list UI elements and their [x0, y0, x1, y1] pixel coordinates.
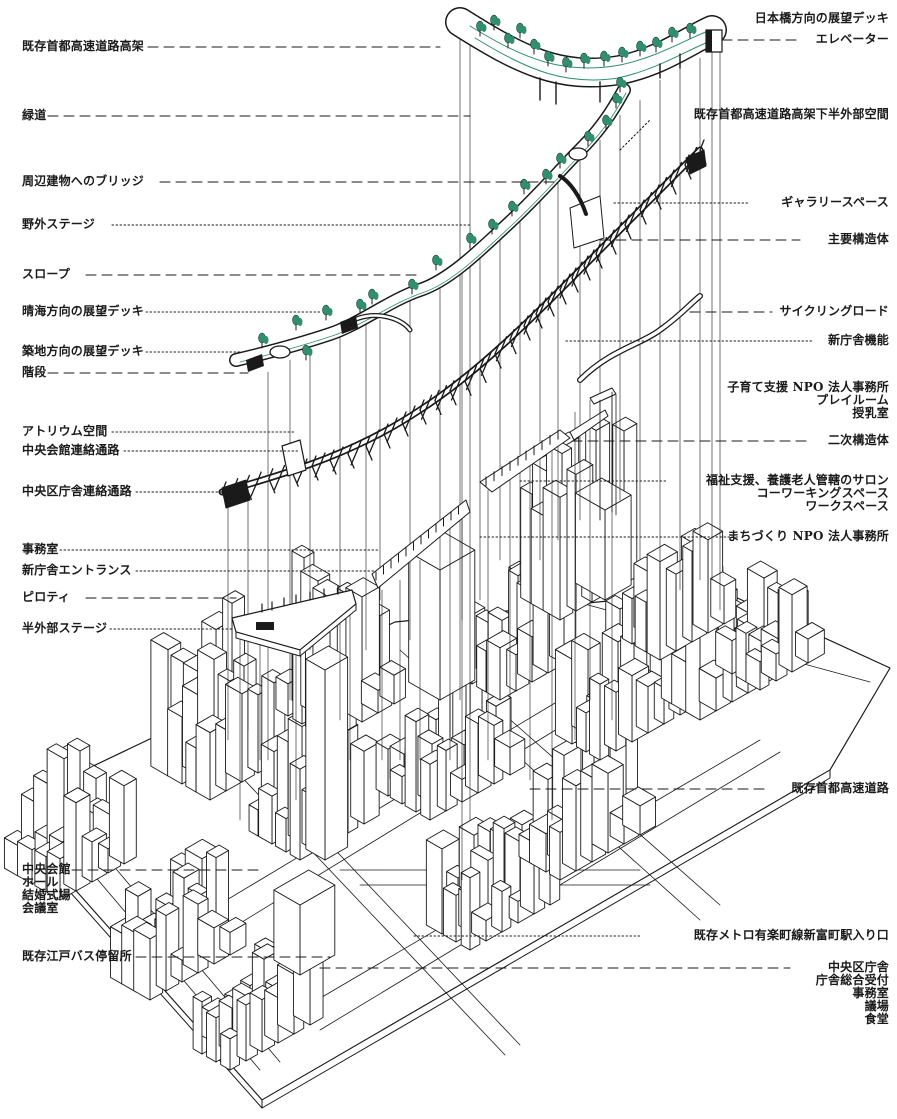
label-bridge: 周辺建物へのブリッジ — [22, 174, 145, 188]
tree — [612, 92, 623, 109]
building — [408, 531, 476, 701]
tree — [652, 36, 663, 53]
building — [574, 477, 632, 601]
tree — [584, 130, 595, 147]
tree — [530, 38, 541, 55]
building — [622, 786, 657, 836]
tree — [408, 278, 419, 295]
label-expressway-elevated: 既存首都高速道路高架 — [22, 39, 145, 53]
building — [63, 787, 91, 892]
building — [491, 879, 512, 933]
tree — [490, 14, 501, 31]
tree — [602, 114, 613, 131]
tree — [368, 288, 379, 305]
label-deck-nihonbashi: 日本橋方向の展望デッキ — [754, 11, 889, 25]
label-cycling-road: サイクリングロード — [779, 304, 889, 318]
label-atrium: アトリウム空間 — [22, 424, 108, 438]
label-childcare-npo: 子育て支援 NPO 法人事務所 プレイルーム 授乳室 — [727, 380, 889, 420]
label-machizukuri-npo: まちづくり NPO 法人事務所 — [727, 529, 889, 543]
tree — [686, 22, 697, 39]
label-greenway: 緑道 — [22, 108, 47, 122]
city-buildings — [3, 416, 825, 1071]
tree — [432, 254, 443, 271]
label-outdoor-stage: 野外ステージ — [22, 217, 95, 231]
label-gallery: ギャラリースペース — [781, 195, 889, 209]
tree — [544, 50, 555, 67]
label-deck-tsukiji: 築地方向の展望デッキ — [22, 344, 145, 358]
tree — [356, 298, 367, 315]
tree — [258, 332, 269, 349]
building — [795, 621, 825, 664]
entrance-fragment — [371, 499, 471, 589]
building — [305, 645, 349, 861]
building — [273, 869, 336, 976]
tree — [600, 50, 611, 67]
tree-clusters — [258, 14, 697, 361]
label-chuo-hall: 中央会館 ホール 結婚式場 会議室 — [22, 862, 71, 915]
tree — [504, 32, 515, 49]
building — [379, 660, 406, 705]
tree — [668, 26, 679, 43]
label-piloti: ピロティ — [22, 590, 71, 604]
label-stairs: 階段 — [22, 365, 47, 379]
label-secondary-structure: 二次構造体 — [827, 433, 889, 447]
tree — [508, 200, 519, 217]
label-new-office-function: 新庁舎機能 — [827, 333, 889, 347]
building — [219, 916, 247, 956]
tree — [580, 52, 591, 69]
building — [350, 734, 380, 825]
label-metro-entrance: 既存メトロ有楽町線新富町駅入り口 — [693, 928, 889, 942]
label-semi-outdoor-stage: 半外部ステージ — [22, 621, 108, 635]
tree — [542, 168, 553, 185]
tree — [322, 304, 333, 321]
label-main-structure: 主要構造体 — [827, 232, 889, 246]
label-bus-stop: 既存江戸バス停留所 — [22, 949, 132, 963]
stage-slab — [231, 585, 357, 657]
building — [460, 866, 481, 951]
label-new-office-entrance: 新庁舎エントランス — [22, 563, 132, 577]
secondary-structure-fragment — [479, 409, 609, 493]
leader-lines — [47, 39, 813, 969]
tree — [476, 20, 487, 37]
city-base — [3, 416, 891, 1109]
building — [155, 902, 180, 992]
tree — [636, 40, 647, 57]
tree — [556, 152, 567, 169]
label-slope: スロープ — [22, 267, 71, 281]
tree — [562, 56, 573, 73]
cycling-road — [577, 293, 703, 521]
label-deck-harumi: 晴海方向の展望デッキ — [22, 304, 145, 318]
main-structure — [218, 139, 707, 509]
label-ward-office-corridor: 中央区庁舎連絡通路 — [22, 484, 132, 498]
label-elevator: エレベーター — [815, 32, 889, 46]
tree — [520, 178, 531, 195]
tree — [466, 232, 477, 249]
tree — [292, 314, 303, 331]
tree — [488, 218, 499, 235]
building — [494, 729, 526, 776]
label-office: 事務室 — [22, 542, 59, 556]
label-welfare: 福祉支援、養護老人管轄のサロン コーワーキングスペース ワークスペース — [705, 473, 889, 513]
label-ward-office: 中央区庁舎 庁舎総合受付 事務室 議場 食堂 — [815, 960, 889, 1026]
tree — [618, 46, 629, 63]
tree — [616, 76, 627, 93]
label-expressway: 既存首都高速道路 — [791, 781, 889, 795]
label-hall-corridor: 中央会館連絡通路 — [22, 443, 120, 457]
greenway — [229, 7, 727, 372]
tree — [516, 22, 527, 39]
tree — [302, 344, 313, 361]
building — [710, 571, 737, 625]
label-semi-outdoor-under: 既存首都高速道路高架下半外部空間 — [693, 107, 889, 121]
building — [108, 769, 137, 865]
